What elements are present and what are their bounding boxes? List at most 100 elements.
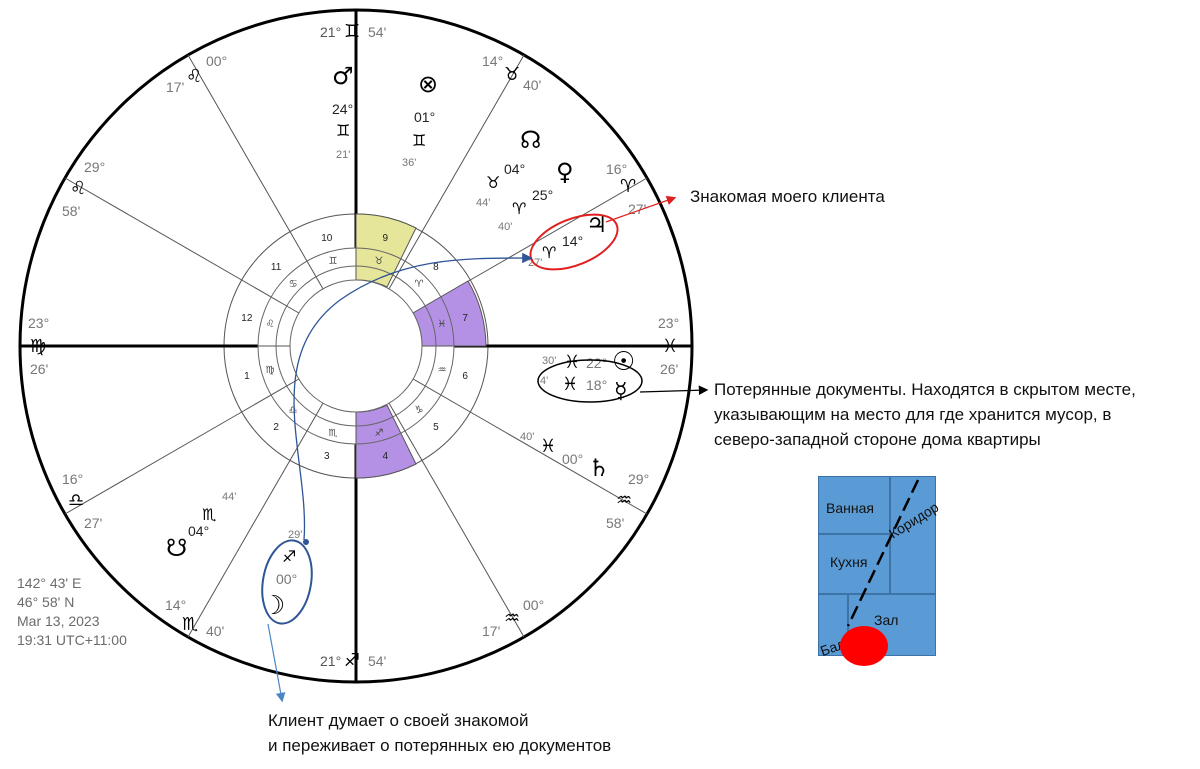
jupiter-sign: ♈ (542, 243, 556, 262)
south-node-icon: ☋ (166, 534, 187, 562)
house-cusp-line (187, 460, 291, 638)
saturn-minutes: 40' (520, 431, 534, 443)
inner-sign-glyph: ♒ (437, 365, 446, 376)
cusp-9-degree: 00° (523, 597, 544, 613)
venus-minutes: 40' (498, 221, 512, 233)
house-number-label: 8 (433, 262, 439, 273)
south-node-degree: 04° (188, 523, 209, 539)
bathroom-label: Ванная (826, 500, 874, 516)
part-of-fortune-icon: ⊗ (418, 70, 438, 98)
cusp-6-degree: 16° (62, 471, 83, 487)
dsc-sign: ♓ (662, 336, 678, 357)
cusp-5-minutes: 40' (206, 623, 224, 639)
moon-degree: 00° (276, 571, 297, 587)
sun-minutes: 30' (542, 355, 556, 367)
inner-sign-glyph: ♐ (375, 428, 384, 439)
documents-note-line-1: Потерянные документы. Находятся в скрыто… (714, 380, 1136, 399)
moon-to-jupiter-curve (293, 252, 533, 541)
house-cusp-line (64, 177, 242, 281)
venus-degree: 25° (532, 187, 553, 203)
house-sector-divider (388, 402, 423, 461)
node-minutes: 44' (476, 197, 490, 209)
inner-sign-glyph: ♓ (437, 319, 446, 330)
inner-sign-glyph: ♌ (266, 319, 275, 330)
room-bathroom (818, 476, 890, 534)
plan-dashed-diagonal (846, 479, 920, 627)
cusp-labels: 21° ♊ 54' 14° ♉ 40' 16° ♈ 27' 23° ♓ 26' … (28, 21, 679, 671)
cusp-12-sign: ♈ (620, 176, 636, 197)
mars-degree: 24° (332, 101, 353, 117)
ic-sign: ♐ (344, 650, 360, 671)
inner-ring-labels: 1♍2♎3♏4♐5♑6♒7♓8♈9♉10♊11♋12♌ (241, 233, 468, 462)
cusp-2-degree: 29° (84, 159, 105, 175)
house-sector-divider (412, 378, 471, 413)
house-ring (257, 247, 455, 445)
inner-sign-glyph: ♋ (289, 279, 298, 290)
moon-icon: ☽ (262, 591, 285, 621)
jupiter-icon: ♃ (586, 210, 608, 238)
cusp-9-minutes: 17' (482, 623, 500, 639)
mercury-minutes: 4' (540, 375, 548, 387)
inner-sign-glyph: ♏ (328, 428, 337, 439)
house-sector-divider (289, 402, 324, 461)
mars-sign: ♊ (336, 121, 350, 140)
inner-sign-glyph: ♑ (414, 405, 423, 416)
mars-minutes: 21' (336, 149, 350, 161)
north-node-icon: ☊ (520, 126, 541, 154)
house-number-label: 12 (241, 313, 253, 324)
house-cusp-line (187, 54, 291, 232)
cusp-3-sign: ♌ (186, 66, 202, 87)
planet-glyphs: ♂ 24° ♊ 21' ⊗ 01° ♊ 36' ☊ 04° ♉ 44' ♀ 25… (166, 62, 635, 621)
documents-arrow (639, 385, 709, 396)
house-sector-divider (241, 378, 300, 413)
longitude: 142° 43' E (17, 575, 82, 591)
house-sector-divider (241, 279, 300, 314)
hall-label: Зал (874, 612, 899, 628)
client-arrow (267, 623, 286, 703)
venus-icon: ♀ (556, 158, 574, 186)
sun-sign: ♓ (564, 352, 580, 373)
house-sector-divider (289, 231, 324, 290)
jupiter-degree: 14° (562, 233, 583, 249)
inner-sign-glyph: ♉ (375, 256, 384, 267)
acquaintance-note: Знакомая моего клиента (690, 187, 885, 206)
cusp-11-degree: 14° (482, 53, 503, 69)
latitude: 46° 58' N (17, 594, 75, 610)
mc-minutes: 54' (368, 24, 386, 40)
mercury-sign: ♓ (562, 374, 578, 395)
south-node-sign: ♏ (202, 505, 216, 524)
node-degree: 04° (504, 161, 525, 177)
curve-start-dot (303, 539, 309, 545)
house-4-highlight (355, 404, 417, 479)
mercury-highlight-ellipse (537, 359, 643, 403)
mc-sign: ♊ (344, 21, 360, 42)
mc-degree: 21° (320, 24, 341, 40)
chart-coordinates: 142° 43' E 46° 58' N Mar 13, 2023 19:31 … (17, 574, 127, 650)
sun-icon: ☉ (612, 347, 635, 377)
cusp-5-degree: 14° (165, 597, 186, 613)
cusp-3-minutes: 17' (166, 79, 184, 95)
inner-sign-glyph: ♎ (289, 405, 298, 416)
chart-axes (20, 10, 692, 682)
ic-degree: 21° (320, 653, 341, 669)
house-cusp-line (470, 411, 648, 515)
client-note: Клиент думает о своей знакомой и пережив… (268, 708, 611, 758)
dsc-degree: 23° (658, 315, 679, 331)
cusp-11-sign: ♉ (504, 64, 520, 85)
house-sector-divider (388, 231, 423, 290)
fortune-sign: ♊ (412, 131, 426, 150)
cusp-9-sign: ♒ (504, 608, 520, 629)
kitchen-label: Кухня (830, 554, 868, 570)
chart-date: Mar 13, 2023 (17, 613, 100, 629)
house-cusp-line (421, 54, 525, 232)
documents-note: Потерянные документы. Находятся в скрыто… (714, 377, 1136, 452)
cusp-6-minutes: 27' (84, 515, 102, 531)
cusp-12-degree: 16° (606, 161, 627, 177)
cusp-8-minutes: 58' (606, 515, 624, 531)
saturn-degree: 00° (562, 451, 583, 467)
moon-minutes: 29' (288, 529, 302, 541)
sign-ring (275, 265, 437, 427)
cusp-6-sign: ♎ (68, 490, 84, 511)
ic-minutes: 54' (368, 653, 386, 669)
